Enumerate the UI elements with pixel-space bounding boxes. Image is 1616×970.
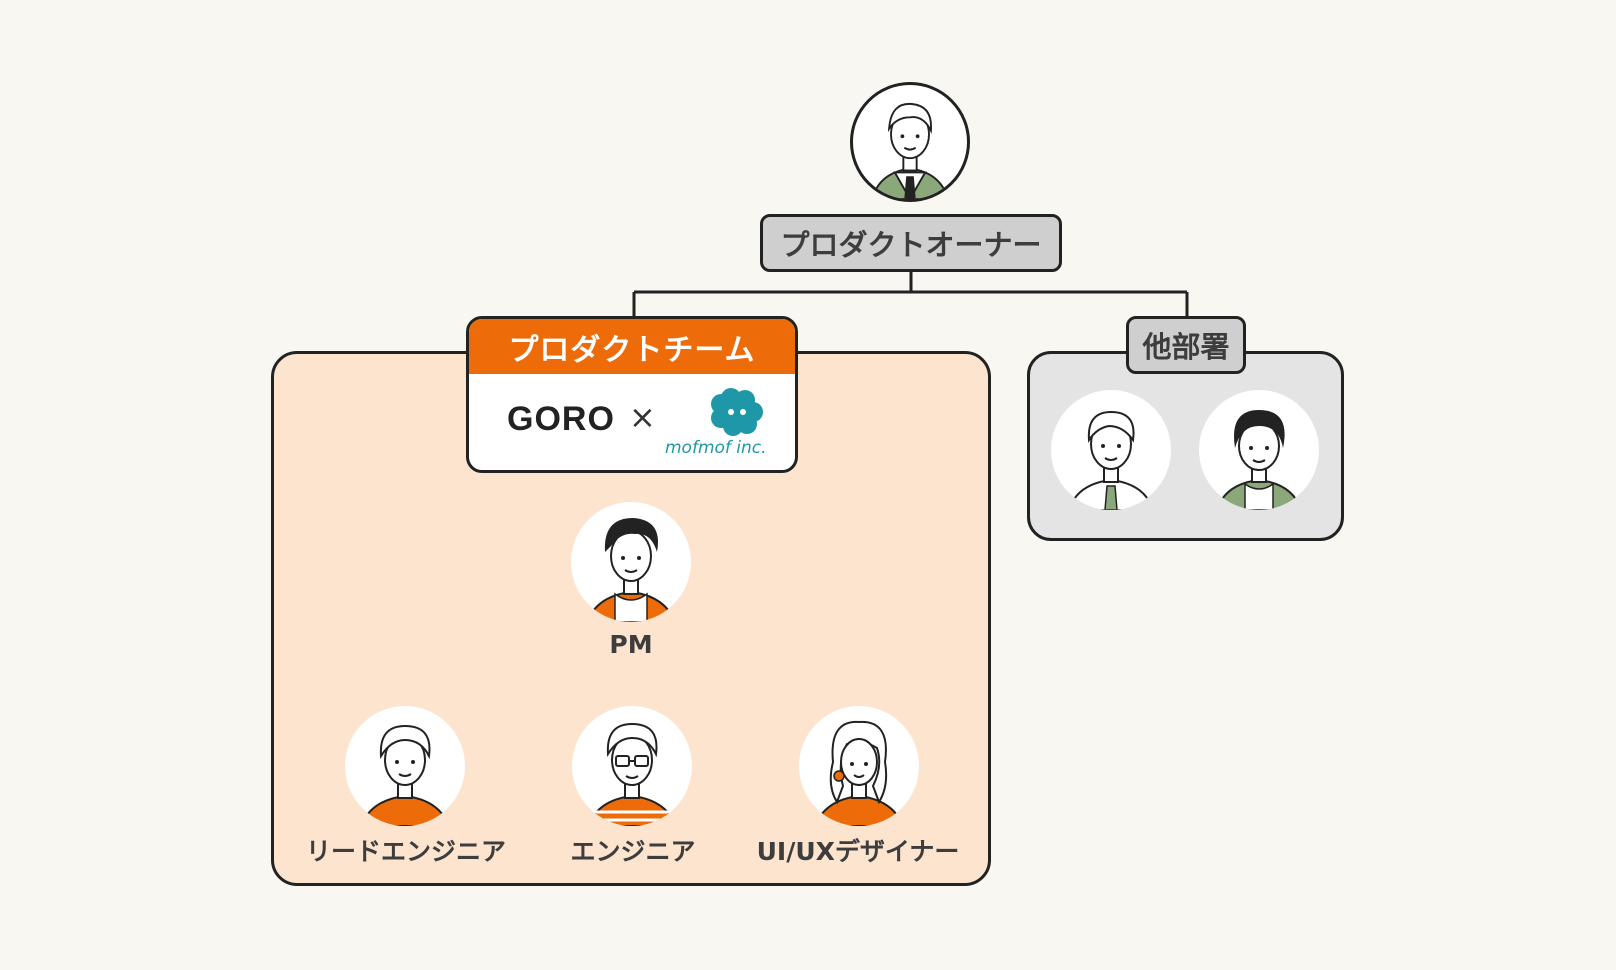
mofmof-logo-text: mofmof inc.	[665, 438, 767, 458]
pm-label: PM	[609, 630, 653, 659]
designer-avatar	[799, 706, 919, 826]
product-team-card: プロダクトチーム GORO × mofmof inc.	[466, 316, 798, 473]
engineer-label: エンジニア	[570, 837, 696, 866]
goro-logo: GORO	[507, 400, 615, 438]
other-department-label: 他部署	[1126, 316, 1246, 374]
product-owner-label: プロダクトオーナー	[760, 214, 1062, 272]
other-department-member-avatar	[1051, 390, 1171, 510]
other-department-member-avatar	[1199, 390, 1319, 510]
product-team-title: プロダクトチーム	[469, 319, 795, 374]
collaboration-x-icon: ×	[629, 398, 656, 436]
pm-avatar	[571, 502, 691, 622]
lead-engineer-label: リードエンジニア	[305, 837, 507, 866]
designer-label: UI/UXデザイナー	[756, 837, 960, 866]
mofmof-sheep-logo-icon	[711, 388, 763, 436]
product-owner-avatar	[850, 82, 970, 202]
engineer-avatar	[572, 706, 692, 826]
lead-engineer-avatar	[345, 706, 465, 826]
